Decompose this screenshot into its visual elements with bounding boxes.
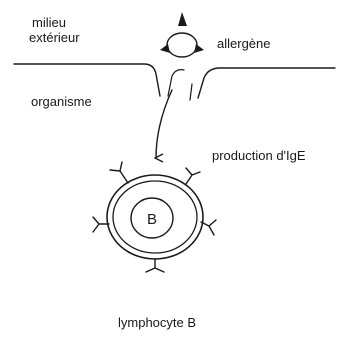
boundary-right-outer [198, 68, 335, 98]
allergen-spike-right [194, 44, 204, 53]
label-production-ige: production d'IgE [212, 148, 306, 163]
allergen-spike-left [160, 44, 170, 53]
ige-antibody-top-right [186, 168, 200, 184]
boundary-left-outer [14, 64, 160, 96]
label-organisme: organisme [31, 94, 92, 109]
boundary-right-inner [190, 84, 192, 100]
label-nucleus-b: B [147, 211, 157, 228]
allergen-spike-top [178, 12, 187, 26]
entry-arrow [156, 90, 172, 158]
label-allergene: allergène [217, 36, 271, 51]
ige-antibody-bottom [146, 259, 164, 272]
ige-antibody-top-left [110, 162, 128, 183]
label-exterieur: extérieur [29, 30, 80, 45]
allergen-body [167, 33, 197, 57]
label-milieu: milieu [32, 15, 66, 30]
allergen-particle [160, 12, 204, 57]
label-lymphocyte-b: lymphocyte B [118, 315, 196, 330]
